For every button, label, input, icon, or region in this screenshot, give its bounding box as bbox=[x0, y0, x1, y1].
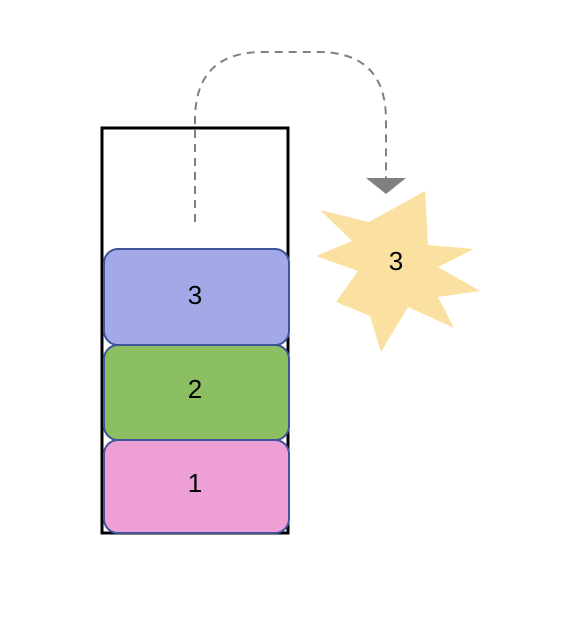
popped-item-star bbox=[316, 191, 480, 352]
stack-item-1-box bbox=[104, 440, 289, 533]
stack-item-2-label: 2 bbox=[188, 374, 202, 404]
pop-arrow-head bbox=[366, 178, 406, 194]
stack-item-3-border bbox=[103, 248, 290, 346]
stack-item-1-label: 1 bbox=[188, 468, 202, 498]
stack-item-3-label: 3 bbox=[188, 280, 202, 310]
pop-arrow-line bbox=[194, 51, 387, 222]
stack-item-2-box bbox=[104, 345, 289, 440]
popped-item-label: 3 bbox=[389, 246, 403, 276]
stack-item-3-box bbox=[104, 249, 289, 345]
